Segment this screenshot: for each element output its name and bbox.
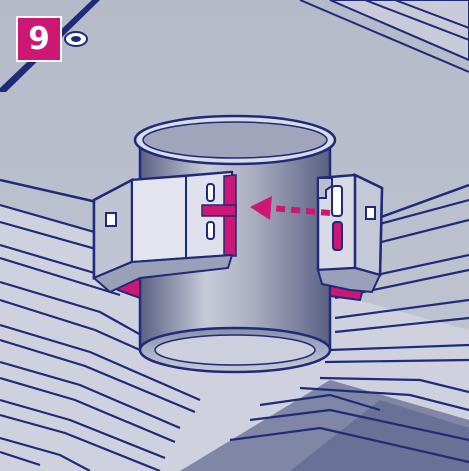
arrow-left-icon — [250, 196, 331, 220]
screw-icon — [64, 31, 88, 47]
right-collar-half — [316, 173, 384, 294]
left-collar-half — [92, 170, 237, 294]
step-number-badge: 9 — [16, 16, 62, 62]
